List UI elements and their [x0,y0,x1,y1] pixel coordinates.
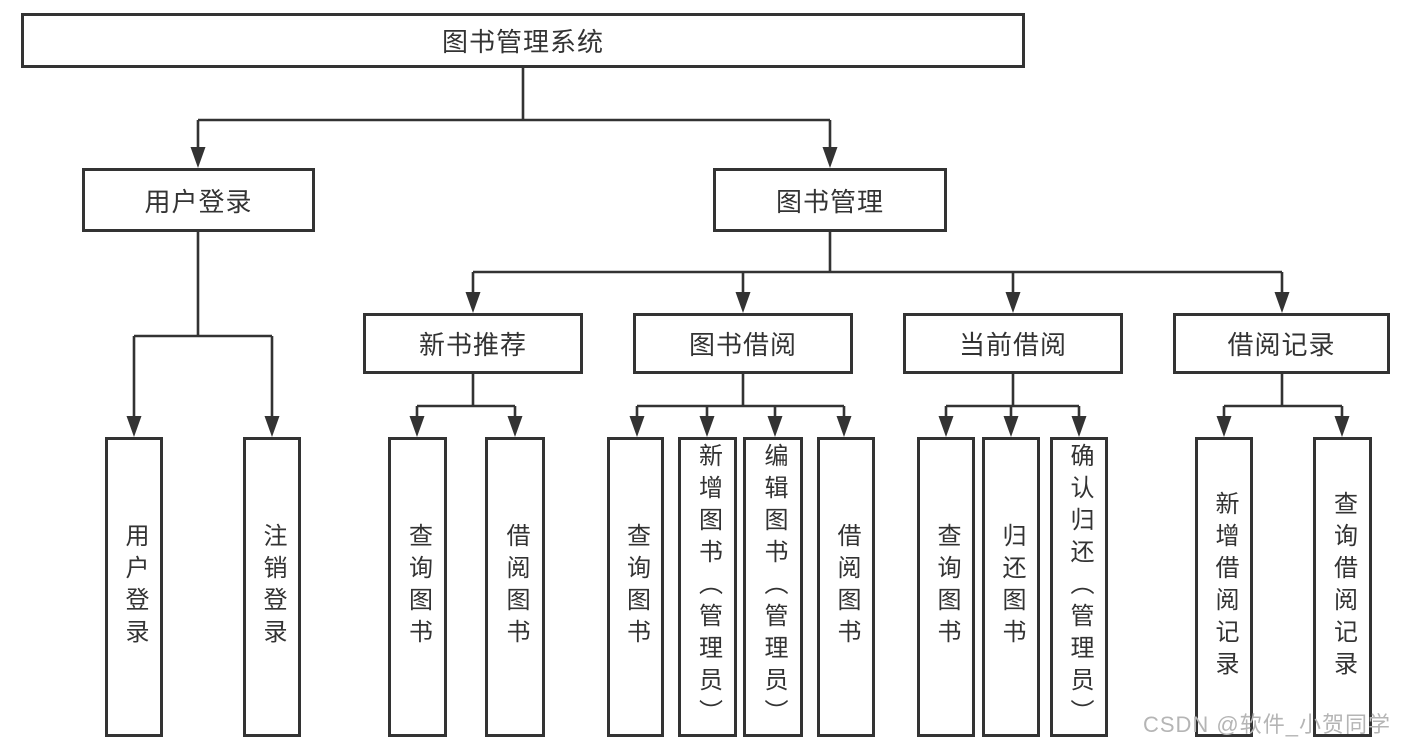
node-query-books-recommend: 查询图书 [388,437,447,737]
node-user-login: 用户登录 [105,437,163,737]
node-label: 查询图书 [622,523,650,651]
node-label: 借阅图书 [502,523,529,651]
node-borrow-book: 借阅图书 [817,437,875,737]
node-add-book-admin: 新增图书（管理员） [678,437,737,737]
node-label: 用户登录 [121,523,148,651]
node-book-management-module: 图书管理 [713,168,947,232]
node-root: 图书管理系统 [21,13,1025,68]
node-new-book-recommend: 新书推荐 [363,313,583,374]
connector-lines [132,66,1344,425]
node-query-borrow-record: 查询借阅记录 [1313,437,1372,737]
node-add-borrow-record: 新增借阅记录 [1195,437,1253,737]
node-label: 新增借阅记录 [1211,491,1238,683]
node-label: 注销登录 [259,523,286,651]
node-label: 确认归还（管理员） [1066,443,1093,731]
node-label: 借阅图书 [833,523,860,651]
node-edit-book-admin: 编辑图书（管理员） [743,437,803,737]
csdn-watermark: CSDN @软件_小贺同学 [1142,712,1391,737]
node-query-books-current: 查询图书 [917,437,975,737]
node-borrowing-records: 借阅记录 [1173,313,1390,374]
node-confirm-return-admin: 确认归还（管理员） [1050,437,1108,737]
node-query-books-borrow: 查询图书 [607,437,664,737]
node-logout: 注销登录 [243,437,301,737]
node-return-book: 归还图书 [982,437,1040,737]
node-user-login-module: 用户登录 [82,168,315,232]
arrowheads [126,147,1350,437]
node-label: 编辑图书（管理员） [760,443,787,731]
node-borrow-book-recommend: 借阅图书 [485,437,545,737]
node-book-borrowing: 图书借阅 [633,313,853,374]
node-label: 查询图书 [404,523,432,651]
node-current-borrowing: 当前借阅 [903,313,1123,374]
node-label: 查询图书 [933,523,960,651]
node-label: 查询借阅记录 [1329,491,1357,683]
node-label: 新增图书（管理员） [694,443,722,731]
node-label: 归还图书 [998,523,1025,651]
